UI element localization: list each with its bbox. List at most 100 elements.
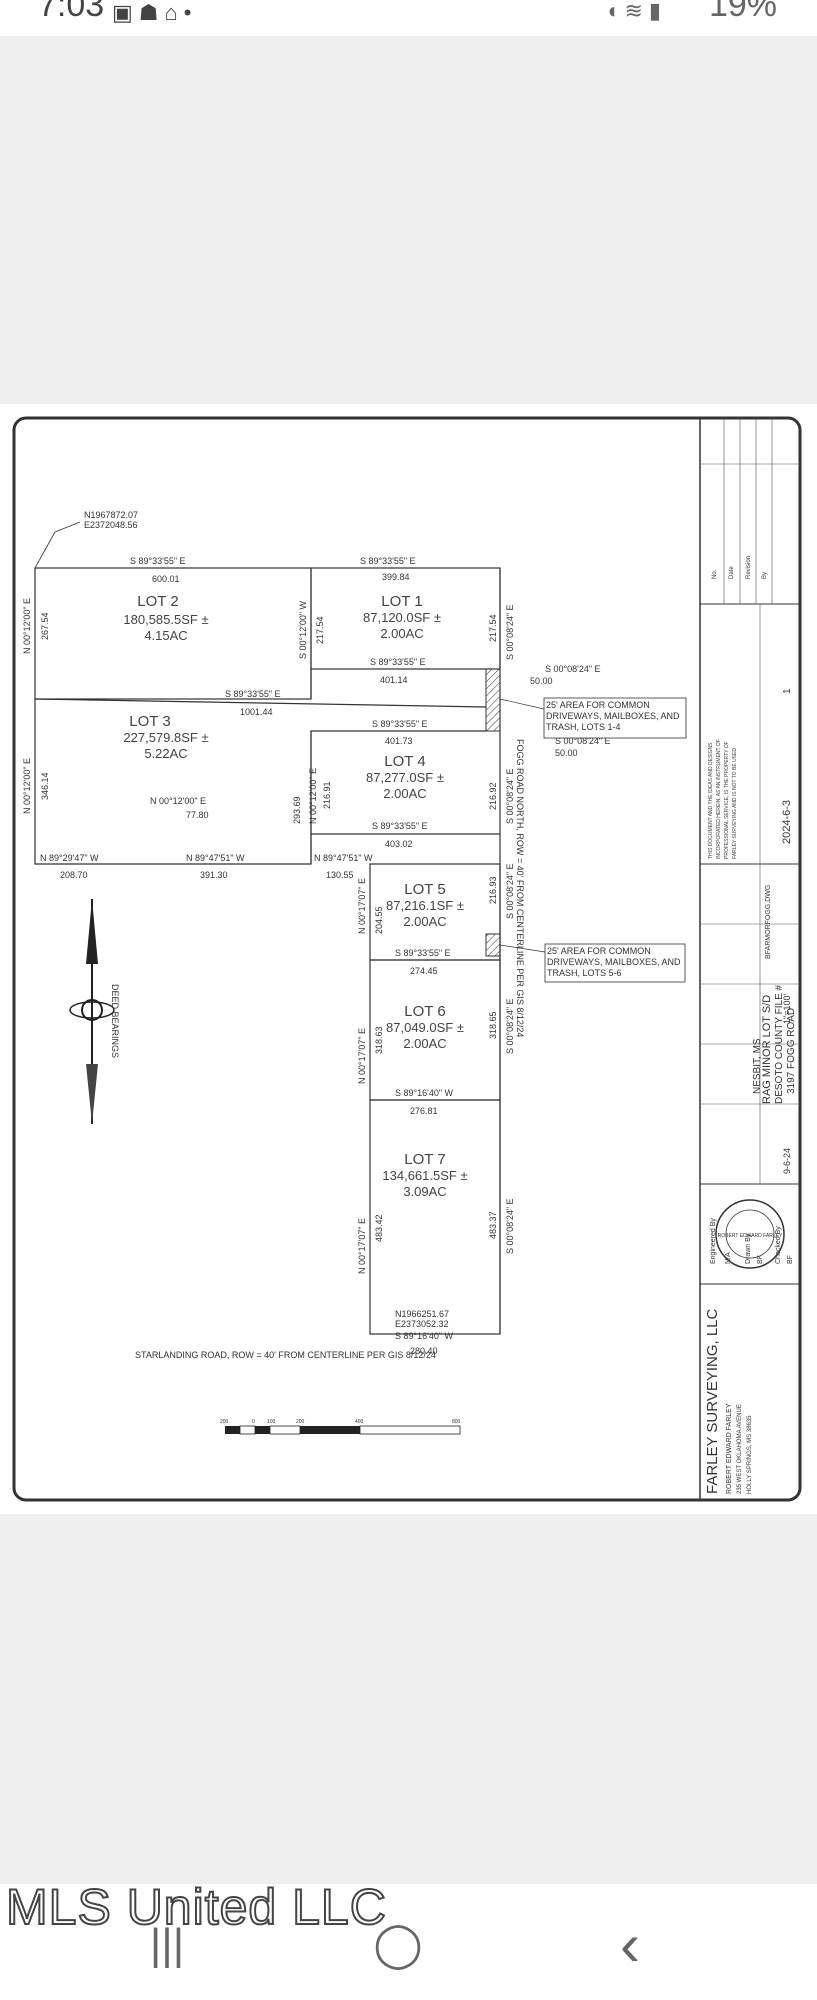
- svg-text:PROFESSIONAL SERVICE, IS THE P: PROFESSIONAL SERVICE, IS THE PROPERTY OF: [724, 741, 730, 859]
- lot-2-area: 180,585.5SF ±: [123, 612, 208, 627]
- lot-6-name: LOT 6: [404, 1003, 445, 1020]
- lot-4-east-bearing: S 00°08'24" E: [505, 768, 515, 824]
- drawing-scale: 1"=100': [782, 994, 792, 1024]
- lot-3-west-bearing: N 00°12'00" E: [22, 758, 32, 814]
- corner-bottom-northing: N1966251.67: [395, 1309, 449, 1319]
- lot-1-acres: 2.00AC: [380, 626, 423, 641]
- navigation-bar: [0, 1884, 817, 2000]
- lot-1-north-bearing: S 89°33'55" E: [360, 556, 416, 566]
- lot-7-acres: 3.09AC: [403, 1184, 446, 1199]
- back-button[interactable]: ‹: [620, 1911, 640, 1978]
- lot-7-name: LOT 7: [404, 1151, 445, 1168]
- jog-distance: 77.80: [186, 810, 209, 820]
- lot-4-north-bearing: S 89°33'55" E: [372, 719, 428, 729]
- lot-2-south-distance: 1001.44: [240, 707, 273, 717]
- corner-northing: N1967872.07: [84, 510, 138, 520]
- lot-4-south-bearing: S 89°33'55" E: [372, 821, 428, 831]
- drawing-border: [12, 416, 802, 1502]
- lot-5-west-distance-v: 204.55: [374, 906, 384, 934]
- sheet-number: 1: [782, 688, 793, 694]
- lot-3-jog-distance: 293.69: [292, 796, 302, 824]
- lot-1-west-bearing: S 00°12'00" W: [298, 600, 308, 659]
- surveyor-seal-icon: [715, 1199, 785, 1269]
- battery-level: 19%: [708, 0, 777, 24]
- lot-7-boundary: [369, 1099, 501, 1335]
- lot-5-west-bearing-v: N 00°17'07" E: [357, 878, 367, 934]
- lot-2-south-bearing: S 89°33'55" E: [225, 689, 281, 699]
- lot-4-area: 87,277.0SF ±: [366, 770, 444, 785]
- recent-apps-button[interactable]: |||: [149, 1920, 185, 1969]
- surveyor-name: ROBERT EDWARD FARLEY: [726, 1403, 733, 1494]
- survey-drawing: No. Date Revision By RAG MINOR LOT S/D D…: [12, 416, 802, 1502]
- lot-7-west-bearing: N 00°17'07" E: [357, 1218, 367, 1274]
- image-backdrop-top: [0, 36, 817, 404]
- company-address-1: 235 WEST OKLAHOMA AVENUE: [737, 1404, 743, 1494]
- lot-1-south-bearing: S 89°33'55" E: [370, 657, 426, 667]
- signal-icons: ◖≋▮: [605, 0, 667, 23]
- easement-note-lots-1-4: 25' AREA FOR COMMON DRIVEWAYS, MAILBOXES…: [546, 700, 680, 732]
- scale-label-2: 100: [267, 1419, 276, 1425]
- lot-5-west-distance: 130.55: [326, 870, 354, 880]
- lot-7-area: 134,661.5SF ±: [382, 1168, 467, 1183]
- lot-3-south-bearing-2: N 89°47'51" W: [186, 853, 245, 863]
- project-address: 3197 FOGG ROAD: [786, 1008, 797, 1094]
- lot-6-area: 87,049.0SF ±: [386, 1020, 464, 1035]
- corner-easting: E2372048.56: [84, 520, 138, 530]
- survey-image[interactable]: No. Date Revision By RAG MINOR LOT S/D D…: [0, 404, 817, 1514]
- rev-no-label: No.: [712, 569, 718, 579]
- lot-4-acres: 2.00AC: [383, 786, 426, 801]
- lot-1-name: LOT 1: [381, 593, 422, 610]
- home-button[interactable]: ◯: [373, 1920, 423, 1969]
- mls-watermark: MLS United LLC: [5, 1878, 387, 1936]
- project-file: DESOTO COUNTY FILE #: [774, 984, 785, 1104]
- lot-2-name: LOT 2: [137, 593, 178, 610]
- scale-label-1: 0: [252, 1419, 255, 1425]
- easement-lots-5-6: [485, 933, 501, 957]
- lot-7-south-bearing: S 89°16'40" W: [395, 1331, 454, 1341]
- lot-1-north-distance: 399.84: [382, 572, 410, 582]
- starlanding-road-label: STARLANDING ROAD, ROW = 40' FROM CENTERL…: [135, 1350, 436, 1360]
- svg-text:INCORPORATED HEREIN, AS AN INS: INCORPORATED HEREIN, AS AN INSTRUMENT OF: [716, 739, 722, 859]
- lot-6-west-distance: 318.63: [374, 1026, 384, 1054]
- lot-4-name: LOT 4: [384, 753, 425, 770]
- lot-6-east-distance: 318.65: [488, 1011, 498, 1039]
- scale-label-3: 200: [296, 1419, 305, 1425]
- drawing-date: 2024-6-3: [781, 800, 793, 844]
- lot-4-west-bearing: N 89°47'51" W: [314, 853, 373, 863]
- status-bar: 7:03 ▣☗⌂• ◖≋▮ 19%: [0, 0, 817, 36]
- lot-3-acres: 5.22AC: [144, 746, 187, 761]
- checked-by-label: Checked By: [775, 1226, 782, 1264]
- lot-2-acres: 4.15AC: [144, 628, 187, 643]
- lot-5-east-distance: 216.93: [488, 876, 498, 904]
- lot-2-north-bearing: S 89°33'55" E: [130, 556, 186, 566]
- checked-by: BF: [787, 1255, 794, 1264]
- notification-icons: ▣☗⌂•: [112, 0, 198, 25]
- lot-3-south-bearing-1: N 89°29'47" W: [40, 853, 99, 863]
- image-backdrop-bottom: [0, 1514, 817, 1884]
- rev-revision-label: Revision: [746, 556, 752, 579]
- lot-7-south-distance: 280.40: [410, 1346, 438, 1356]
- engineered-by-label: Engineered By: [710, 1218, 717, 1264]
- easement-bearing-bottom: S 00°08'24" E: [555, 736, 611, 746]
- lot-5-east-bearing: S 00°08'24" E: [505, 863, 515, 919]
- scale-label-4: 400: [355, 1419, 364, 1425]
- lot-4-west-distance: 216.91: [322, 781, 332, 809]
- lot-1-south-distance: 401.14: [380, 675, 408, 685]
- lot-4-north-distance: 401.73: [385, 736, 413, 746]
- scale-bar: 200 0 100 200 400 800: [220, 1419, 461, 1435]
- lot-2-west-distance: 267.54: [40, 612, 50, 640]
- lot-1-east-bearing: S 00°08'24" E: [505, 604, 515, 660]
- seal-text: ROBERT EDWARD FARLEY: [718, 1233, 783, 1239]
- lot-3-west-distance: 346.14: [40, 772, 50, 800]
- easement-lots-1-4: [485, 668, 501, 732]
- lot-5-acres: 2.00AC: [403, 914, 446, 929]
- company-address-2: HOLLY SPRINGS, MS 38635: [747, 1415, 753, 1494]
- lot-6-west-bearing: N 00°17'07" E: [357, 1028, 367, 1084]
- svg-text:THIS DOCUMENT AND THE IDEAS AN: THIS DOCUMENT AND THE IDEAS AND DESIGNS: [708, 742, 714, 859]
- svg-text:FARLEY SURVEYING AND IS NOT TO: FARLEY SURVEYING AND IS NOT TO BE USED: [732, 748, 738, 859]
- easement-note-lots-5-6: 25' AREA FOR COMMON DRIVEWAYS, MAILBOXES…: [547, 946, 681, 978]
- drawn-by-label: Drawn By: [745, 1233, 752, 1264]
- lot-4-east-distance: 216.92: [488, 782, 498, 810]
- lot-3-area: 227,579.8SF ±: [123, 730, 208, 745]
- corner-bottom-easting: E2373052.32: [395, 1319, 449, 1329]
